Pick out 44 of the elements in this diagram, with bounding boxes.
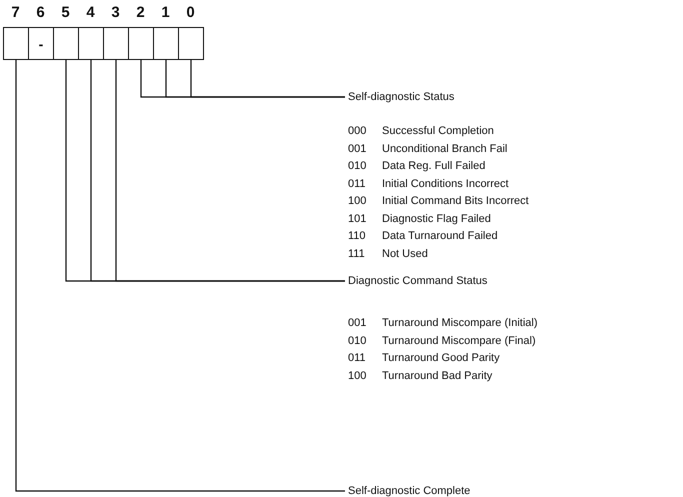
bit-number: 1 [160,4,171,22]
status-description: Initial Command Bits Incorrect [382,194,529,208]
bit-cell [103,27,129,60]
status-description: Successful Completion [382,124,494,138]
bit-cell [78,27,104,60]
status-description: Not Used [382,246,428,260]
bit-cell [153,27,179,60]
status-code: 010 [348,159,366,173]
status-code: 001 [348,142,366,156]
status-description: Data Turnaround Failed [382,229,498,243]
status-description: Diagnostic Flag Failed [382,212,491,226]
status-description: Turnaround Miscompare (Final) [382,334,536,348]
connector-line [15,60,345,492]
status-description: Turnaround Bad Parity [382,368,492,382]
status-description: Turnaround Miscompare (Initial) [382,316,538,330]
field-label: Self-diagnostic Status [348,90,454,104]
bit-cell [53,27,79,60]
bit-number: 3 [110,4,121,22]
bit-cell [178,27,204,60]
status-code: 101 [348,212,366,226]
status-code: 011 [348,176,366,190]
bit-number: 6 [35,4,46,22]
status-code: 110 [348,229,366,243]
status-description: Data Reg. Full Failed [382,159,486,173]
bit-number: 0 [185,4,196,22]
status-code: 011 [348,351,366,365]
status-code: 001 [348,316,366,330]
status-description: Unconditional Branch Fail [382,142,508,156]
bit-number: 4 [85,4,96,22]
status-code: 111 [348,246,365,260]
bit-number: 5 [60,4,71,22]
field-label: Diagnostic Command Status [348,274,488,288]
bit-cell: - [28,27,54,60]
status-description: Turnaround Good Parity [382,351,500,365]
field-label: Self-diagnostic Complete [348,484,470,497]
status-code: 010 [348,334,366,348]
bit-number: 7 [10,4,21,22]
status-code: 100 [348,368,366,382]
status-code: 100 [348,194,366,208]
status-description: Initial Conditions Incorrect [382,176,509,190]
bit-cell [128,27,154,60]
bit-cell [3,27,29,60]
bit-number: 2 [135,4,146,22]
status-code: 000 [348,124,366,138]
